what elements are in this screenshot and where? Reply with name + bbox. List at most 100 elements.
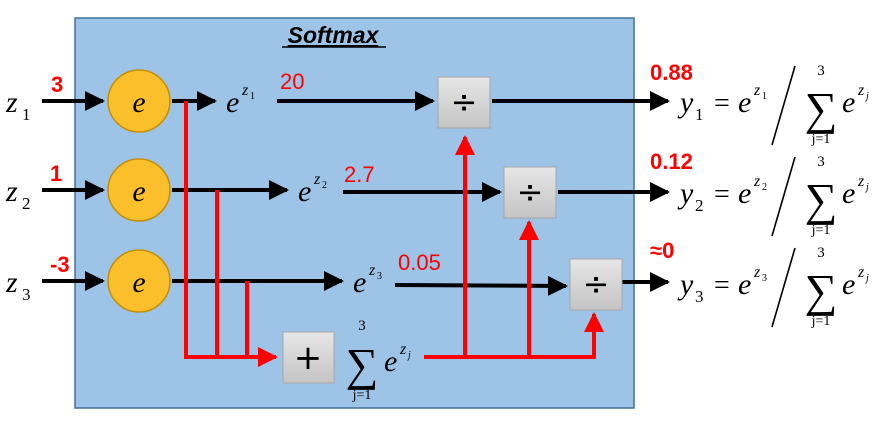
svg-text:e: e	[738, 177, 751, 210]
red-sum-arrows	[184, 101, 604, 367]
svg-text:y: y	[677, 268, 694, 301]
svg-text:e: e	[738, 86, 751, 119]
fraction-slash	[771, 156, 796, 237]
output-value-1: 0.88	[650, 60, 693, 85]
svg-text:e: e	[353, 266, 366, 299]
svg-text:∑: ∑	[805, 83, 838, 134]
input-value-3: -3	[50, 252, 70, 277]
svg-text:z: z	[313, 171, 321, 188]
svg-text:2: 2	[762, 182, 767, 193]
exp-node-circle	[107, 249, 171, 313]
exp-node-circle	[107, 158, 171, 222]
exp-term-2: e z 2	[298, 171, 327, 208]
exp-node-label: e	[132, 266, 145, 299]
svg-text:1: 1	[250, 91, 255, 102]
svg-text:z: z	[5, 86, 18, 119]
svg-text:e: e	[298, 175, 311, 208]
svg-text:=: =	[714, 270, 730, 301]
svg-text:z: z	[857, 173, 865, 190]
svg-text:1: 1	[762, 91, 767, 102]
output-value-3: ≈0	[650, 238, 674, 263]
svg-text:e: e	[738, 268, 751, 301]
arrow-ez3-to-div3	[394, 275, 568, 296]
fraction-slash	[771, 65, 796, 146]
exp-term-1: e z 1	[226, 82, 255, 119]
plus-symbol: +	[294, 338, 323, 378]
red-sum-to-div3	[529, 312, 604, 359]
sum-box: +	[282, 331, 335, 384]
svg-text:1: 1	[695, 105, 704, 124]
svg-text:∑: ∑	[805, 265, 838, 316]
sum-term: 3 ∑ j=1 e z j	[346, 318, 411, 403]
svg-text:z: z	[368, 262, 376, 279]
input-z3: z 3	[5, 266, 31, 304]
output-value-2: 0.12	[650, 149, 693, 174]
svg-text:2: 2	[322, 180, 327, 191]
svg-text:j: j	[864, 182, 869, 193]
input-value-2: 1	[50, 161, 62, 186]
diagram-title: Softmax	[288, 22, 380, 48]
divide-box-3: ÷	[569, 258, 623, 311]
svg-text:j=1: j=1	[352, 388, 372, 403]
svg-text:z: z	[241, 82, 249, 99]
svg-text:3: 3	[358, 318, 366, 334]
svg-text:3: 3	[817, 245, 825, 261]
divide-symbol: ÷	[517, 173, 544, 211]
svg-text:∑: ∑	[805, 174, 838, 225]
svg-text:e: e	[384, 345, 397, 378]
exp-value-1: 20	[280, 69, 304, 94]
output-equation-3: y 3 = e z 3 3 ∑ j=1 e z j	[677, 245, 869, 329]
exp-value-2: 2.7	[344, 162, 375, 187]
svg-text:j: j	[864, 273, 869, 284]
output-equation-1: y 1 = e z 1 3 ∑ j=1 e z j	[677, 63, 869, 147]
svg-text:j: j	[864, 91, 869, 102]
svg-text:∑: ∑	[346, 339, 379, 390]
exp-node-2: e	[107, 158, 171, 222]
svg-text:3: 3	[695, 287, 704, 306]
svg-text:=: =	[714, 88, 730, 119]
svg-text:z: z	[399, 341, 407, 358]
svg-text:z: z	[753, 173, 761, 190]
input-z2: z 2	[5, 175, 31, 213]
svg-text:e: e	[842, 86, 855, 119]
divide-symbol: ÷	[583, 265, 610, 303]
svg-text:j=1: j=1	[811, 223, 831, 238]
svg-text:z: z	[753, 264, 761, 281]
exp-node-3: e	[107, 249, 171, 313]
divide-symbol: ÷	[451, 83, 478, 121]
svg-text:2: 2	[695, 196, 704, 215]
svg-text:z: z	[857, 264, 865, 281]
svg-text:z: z	[5, 266, 18, 299]
svg-text:j=1: j=1	[811, 314, 831, 329]
svg-text:3: 3	[762, 273, 767, 284]
svg-text:1: 1	[22, 105, 31, 124]
exp-value-3: 0.05	[398, 250, 441, 275]
divide-box-1: ÷	[437, 76, 491, 129]
svg-text:e: e	[226, 86, 239, 119]
svg-text:j=1: j=1	[811, 132, 831, 147]
svg-text:3: 3	[22, 285, 31, 304]
svg-text:z: z	[753, 82, 761, 99]
svg-text:y: y	[677, 177, 694, 210]
black-flow-arrows	[42, 91, 670, 296]
input-z1: z 1	[5, 86, 31, 124]
svg-text:j: j	[406, 350, 411, 361]
svg-text:y: y	[677, 86, 694, 119]
svg-text:=: =	[714, 179, 730, 210]
svg-text:e: e	[842, 268, 855, 301]
svg-text:e: e	[842, 177, 855, 210]
exp-node-label: e	[132, 86, 145, 119]
svg-text:2: 2	[22, 194, 31, 213]
exp-node-label: e	[132, 175, 145, 208]
output-equation-2: y 2 = e z 2 3 ∑ j=1 e z j	[677, 154, 869, 238]
exp-term-3: e z 3	[353, 262, 382, 299]
divide-box-2: ÷	[503, 166, 557, 219]
svg-text:z: z	[857, 82, 865, 99]
exp-node-circle	[107, 69, 171, 133]
fraction-slash	[771, 247, 796, 328]
exp-node-1: e	[107, 69, 171, 133]
svg-text:3: 3	[817, 154, 825, 170]
input-value-1: 3	[51, 72, 63, 97]
svg-text:3: 3	[817, 63, 825, 79]
